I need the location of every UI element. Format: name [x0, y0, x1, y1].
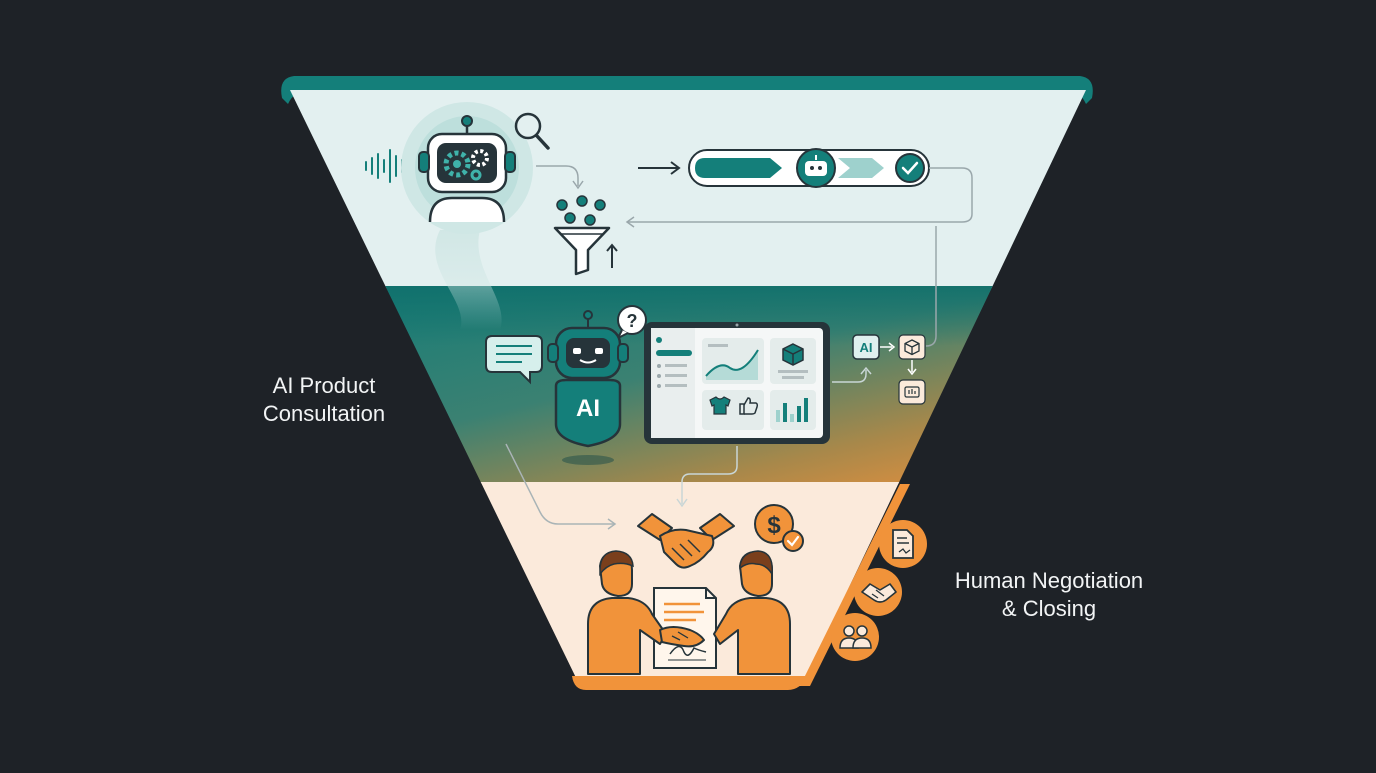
meter-small-icon [898, 379, 926, 405]
ai-robot-icon: AI [547, 310, 629, 465]
thumbs-up-icon [739, 397, 759, 415]
handshake-icon [637, 513, 735, 569]
funnel-icon [553, 195, 618, 276]
tshirt-icon [709, 396, 731, 415]
ai-consultation-label: AI Product Consultation [240, 372, 408, 428]
magnifier-icon [514, 112, 550, 150]
robot-head-icon [796, 148, 836, 188]
box-icon [782, 343, 804, 366]
people-icon [839, 625, 872, 649]
ai-chip-label: AI [860, 340, 873, 355]
human-closing-label: Human Negotiation & Closing [940, 567, 1158, 623]
box-small-icon [898, 334, 926, 360]
question-icon: ? [617, 305, 647, 339]
dollar-sign: $ [767, 512, 781, 539]
funnel-top-section [290, 90, 1086, 288]
dashboard-tablet [644, 322, 830, 444]
handshake-small-icon [861, 583, 897, 603]
pipeline-bar [688, 148, 930, 188]
ai-consultation-label-line1: AI Product [272, 373, 376, 398]
ai-chip: AI [852, 334, 880, 360]
human-closing-label-line1: Human Negotiation [954, 568, 1144, 593]
human-closing-label-line2: & Closing [1001, 596, 1097, 621]
document-icon [892, 529, 914, 559]
dollar-check-icon: $ [754, 504, 804, 552]
side-icons [831, 520, 927, 661]
negotiation-people [587, 550, 791, 675]
chat-bubble-icon [485, 335, 543, 385]
bar-chart-icon [776, 398, 808, 422]
question-mark: ? [627, 311, 638, 331]
arrow-right-icon [638, 161, 681, 175]
check-icon [895, 153, 925, 183]
ai-consultation-label-line2: Consultation [262, 401, 386, 426]
ai-bot-chest-label: AI [576, 395, 600, 422]
robot-gear-icon [401, 102, 533, 234]
